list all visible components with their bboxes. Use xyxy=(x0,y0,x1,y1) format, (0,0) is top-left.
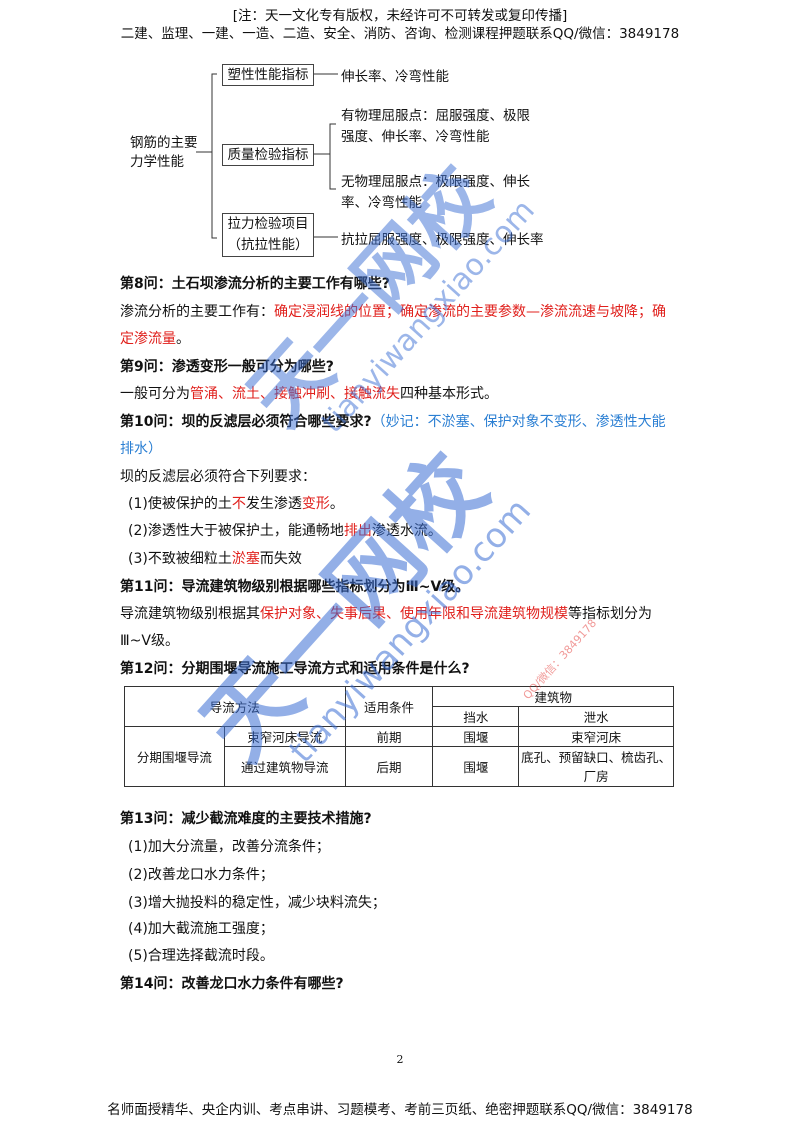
header-release: 泄水 xyxy=(518,706,674,727)
header-condition: 适用条件 xyxy=(344,686,434,727)
q13-item: (4)加大截流施工强度； xyxy=(128,921,274,937)
q10-item-3: (3)不致被细粒土淤塞而失效 xyxy=(128,548,302,568)
q10-item1-a: (1)使被保护的土 xyxy=(128,496,232,512)
question-11-answer: 导流建筑物级别根据其保护对象、失事后果、使用年限和导流建筑物规模等指标划分为 xyxy=(120,603,652,623)
q10-item1-c: 发生渗透 xyxy=(245,496,302,512)
cell-release-line1: 底孔、预留缺口、梳齿孔、 xyxy=(521,749,672,765)
question-12-title: 第12问：分期围堰导流施工导流方式和适用条件是什么? xyxy=(120,661,470,677)
q10-mnemonic-2: 排水） xyxy=(120,441,162,457)
q13-item: (5)合理选择截流时段。 xyxy=(128,948,274,964)
diagram-root: 钢筋的主要 力学性能 xyxy=(130,134,198,172)
question-10-lead: 坝的反滤层必须符合下列要求： xyxy=(120,469,316,485)
cell-method: 通过建筑物导流 xyxy=(223,746,346,787)
question-8-title: 第8问：土石坝渗流分析的主要工作有哪些? xyxy=(120,276,390,292)
branch-quality: 质量检验指标 xyxy=(222,144,314,166)
q8-answer-highlight-2: 定渗流量 xyxy=(120,331,176,347)
q10-item-2: (2)渗透性大于被保护土，能通畅地排出渗透水流。 xyxy=(128,520,442,540)
q13-item: (3)增大抛投料的稳定性，减少块料流失； xyxy=(128,895,386,911)
question-11-answer-cont: Ⅲ~Ⅴ级。 xyxy=(120,633,179,649)
question-9-title: 第9问：渗透变形一般可分为哪些? xyxy=(120,359,334,375)
branch-plasticity: 塑性性能指标 xyxy=(222,64,314,86)
cell-condition: 前期 xyxy=(344,726,434,747)
q8-answer-highlight: 确定浸润线的位置；确定渗流的主要参数—渗流流速与坡降；确 xyxy=(274,304,666,320)
cell-release-line2: 厂房 xyxy=(583,768,609,784)
question-8-answer-cont: 定渗流量。 xyxy=(120,328,190,348)
q9-answer-highlight: 管涌、流土、接触冲刷、接触流失 xyxy=(190,386,400,402)
quality-sub-no-yield: 无物理屈服点：极限强度、伸长 率、冷弯性能 xyxy=(341,174,530,211)
q9-lead: 一般可分为 xyxy=(120,386,190,402)
diversion-table: 导流方法 适用条件 建筑物 挡水 泄水 分期围堰导流 束窄河床导流 前期 围堰 … xyxy=(124,686,674,787)
question-14-title: 第14问：改善龙口水力条件有哪些? xyxy=(120,976,344,992)
row-group-label: 分期围堰导流 xyxy=(124,726,225,787)
q8-lead: 渗流分析的主要工作有： xyxy=(120,304,274,320)
page-number: 2 xyxy=(396,1053,404,1066)
question-8-answer: 渗流分析的主要工作有：确定浸润线的位置；确定渗流的主要参数—渗流流速与坡降；确 xyxy=(120,301,666,321)
q13-item: (1)加大分流量，改善分流条件； xyxy=(128,839,330,855)
branch-tensile: 拉力检验项目 （抗拉性能） xyxy=(222,213,314,257)
branch-tensile-detail: 抗拉屈服强度、极限强度、伸长率 xyxy=(341,232,544,248)
root-text: 钢筋的主要 力学性能 xyxy=(130,135,198,170)
question-10-mnemonic-cont: 排水） xyxy=(120,438,162,458)
quality-sub-yield: 有物理屈服点：屈服强度、极限 强度、伸长率、冷弯性能 xyxy=(341,108,530,145)
copyright-notice: [注：天一文化专有版权，未经许可不可转发或复印传播] xyxy=(232,8,568,24)
q10-item3-c: 而失效 xyxy=(259,551,302,567)
header-retain: 挡水 xyxy=(432,706,520,727)
cell-method: 束窄河床导流 xyxy=(223,726,346,747)
q10-item1-e: 。 xyxy=(329,496,344,512)
q10-item2-c: 渗透水流。 xyxy=(371,523,442,539)
cell-release: 束窄河床 xyxy=(518,726,674,747)
q8-end: 。 xyxy=(176,331,190,347)
question-13-title: 第13问：减少截流难度的主要技术措施? xyxy=(120,811,372,827)
question-9-answer: 一般可分为管涌、流土、接触冲刷、接触流失四种基本形式。 xyxy=(120,383,498,403)
header-method: 导流方法 xyxy=(124,686,346,727)
branch-plasticity-detail: 伸长率、冷弯性能 xyxy=(341,69,449,85)
cell-release: 底孔、预留缺口、梳齿孔、 厂房 xyxy=(518,746,674,787)
contact-banner: 二建、监理、一建、一造、二造、安全、消防、咨询、检测课程押题联系QQ/微信：38… xyxy=(120,26,680,42)
q11-tail: 等指标划分为 xyxy=(568,606,652,622)
question-11-title: 第11问：导流建筑物级别根据哪些指标划分为Ⅲ~Ⅴ级。 xyxy=(120,579,470,595)
cell-retain: 围堰 xyxy=(432,726,520,747)
footer-contact: 名师面授精华、央企内训、考点串讲、习题模考、考前三页纸、绝密押题联系QQ/微信：… xyxy=(107,1102,693,1118)
q10-item3-b: 淤塞 xyxy=(231,551,260,567)
q10-item1-d: 变形 xyxy=(301,496,330,512)
q10-title-text: 第10问：坝的反滤层必须符合哪些要求? xyxy=(120,414,372,430)
q10-item1-b: 不 xyxy=(231,496,246,512)
q11-answer-highlight: 保护对象、失事后果、使用年限和导流建筑物规模 xyxy=(260,606,568,622)
question-10-title: 第10问：坝的反滤层必须符合哪些要求?（妙记：不淤塞、保护对象不变形、渗透性大能 xyxy=(120,411,666,431)
q10-item3-a: (3)不致被细粒土 xyxy=(128,551,232,567)
header-building: 建筑物 xyxy=(432,686,674,707)
q9-tail: 四种基本形式。 xyxy=(400,386,498,402)
q10-item2-a: (2)渗透性大于被保护土，能通畅地 xyxy=(128,523,344,539)
q11-lead: 导流建筑物级别根据其 xyxy=(120,606,260,622)
cell-retain: 围堰 xyxy=(432,746,520,787)
q10-item-1: (1)使被保护的土不发生渗透变形。 xyxy=(128,493,344,513)
q10-item2-b: 排出 xyxy=(343,523,372,539)
diagram-connectors xyxy=(196,73,338,239)
q10-mnemonic: （妙记：不淤塞、保护对象不变形、渗透性大能 xyxy=(371,414,666,430)
cell-condition: 后期 xyxy=(344,746,434,787)
q13-item: (2)改善龙口水力条件； xyxy=(128,867,274,883)
